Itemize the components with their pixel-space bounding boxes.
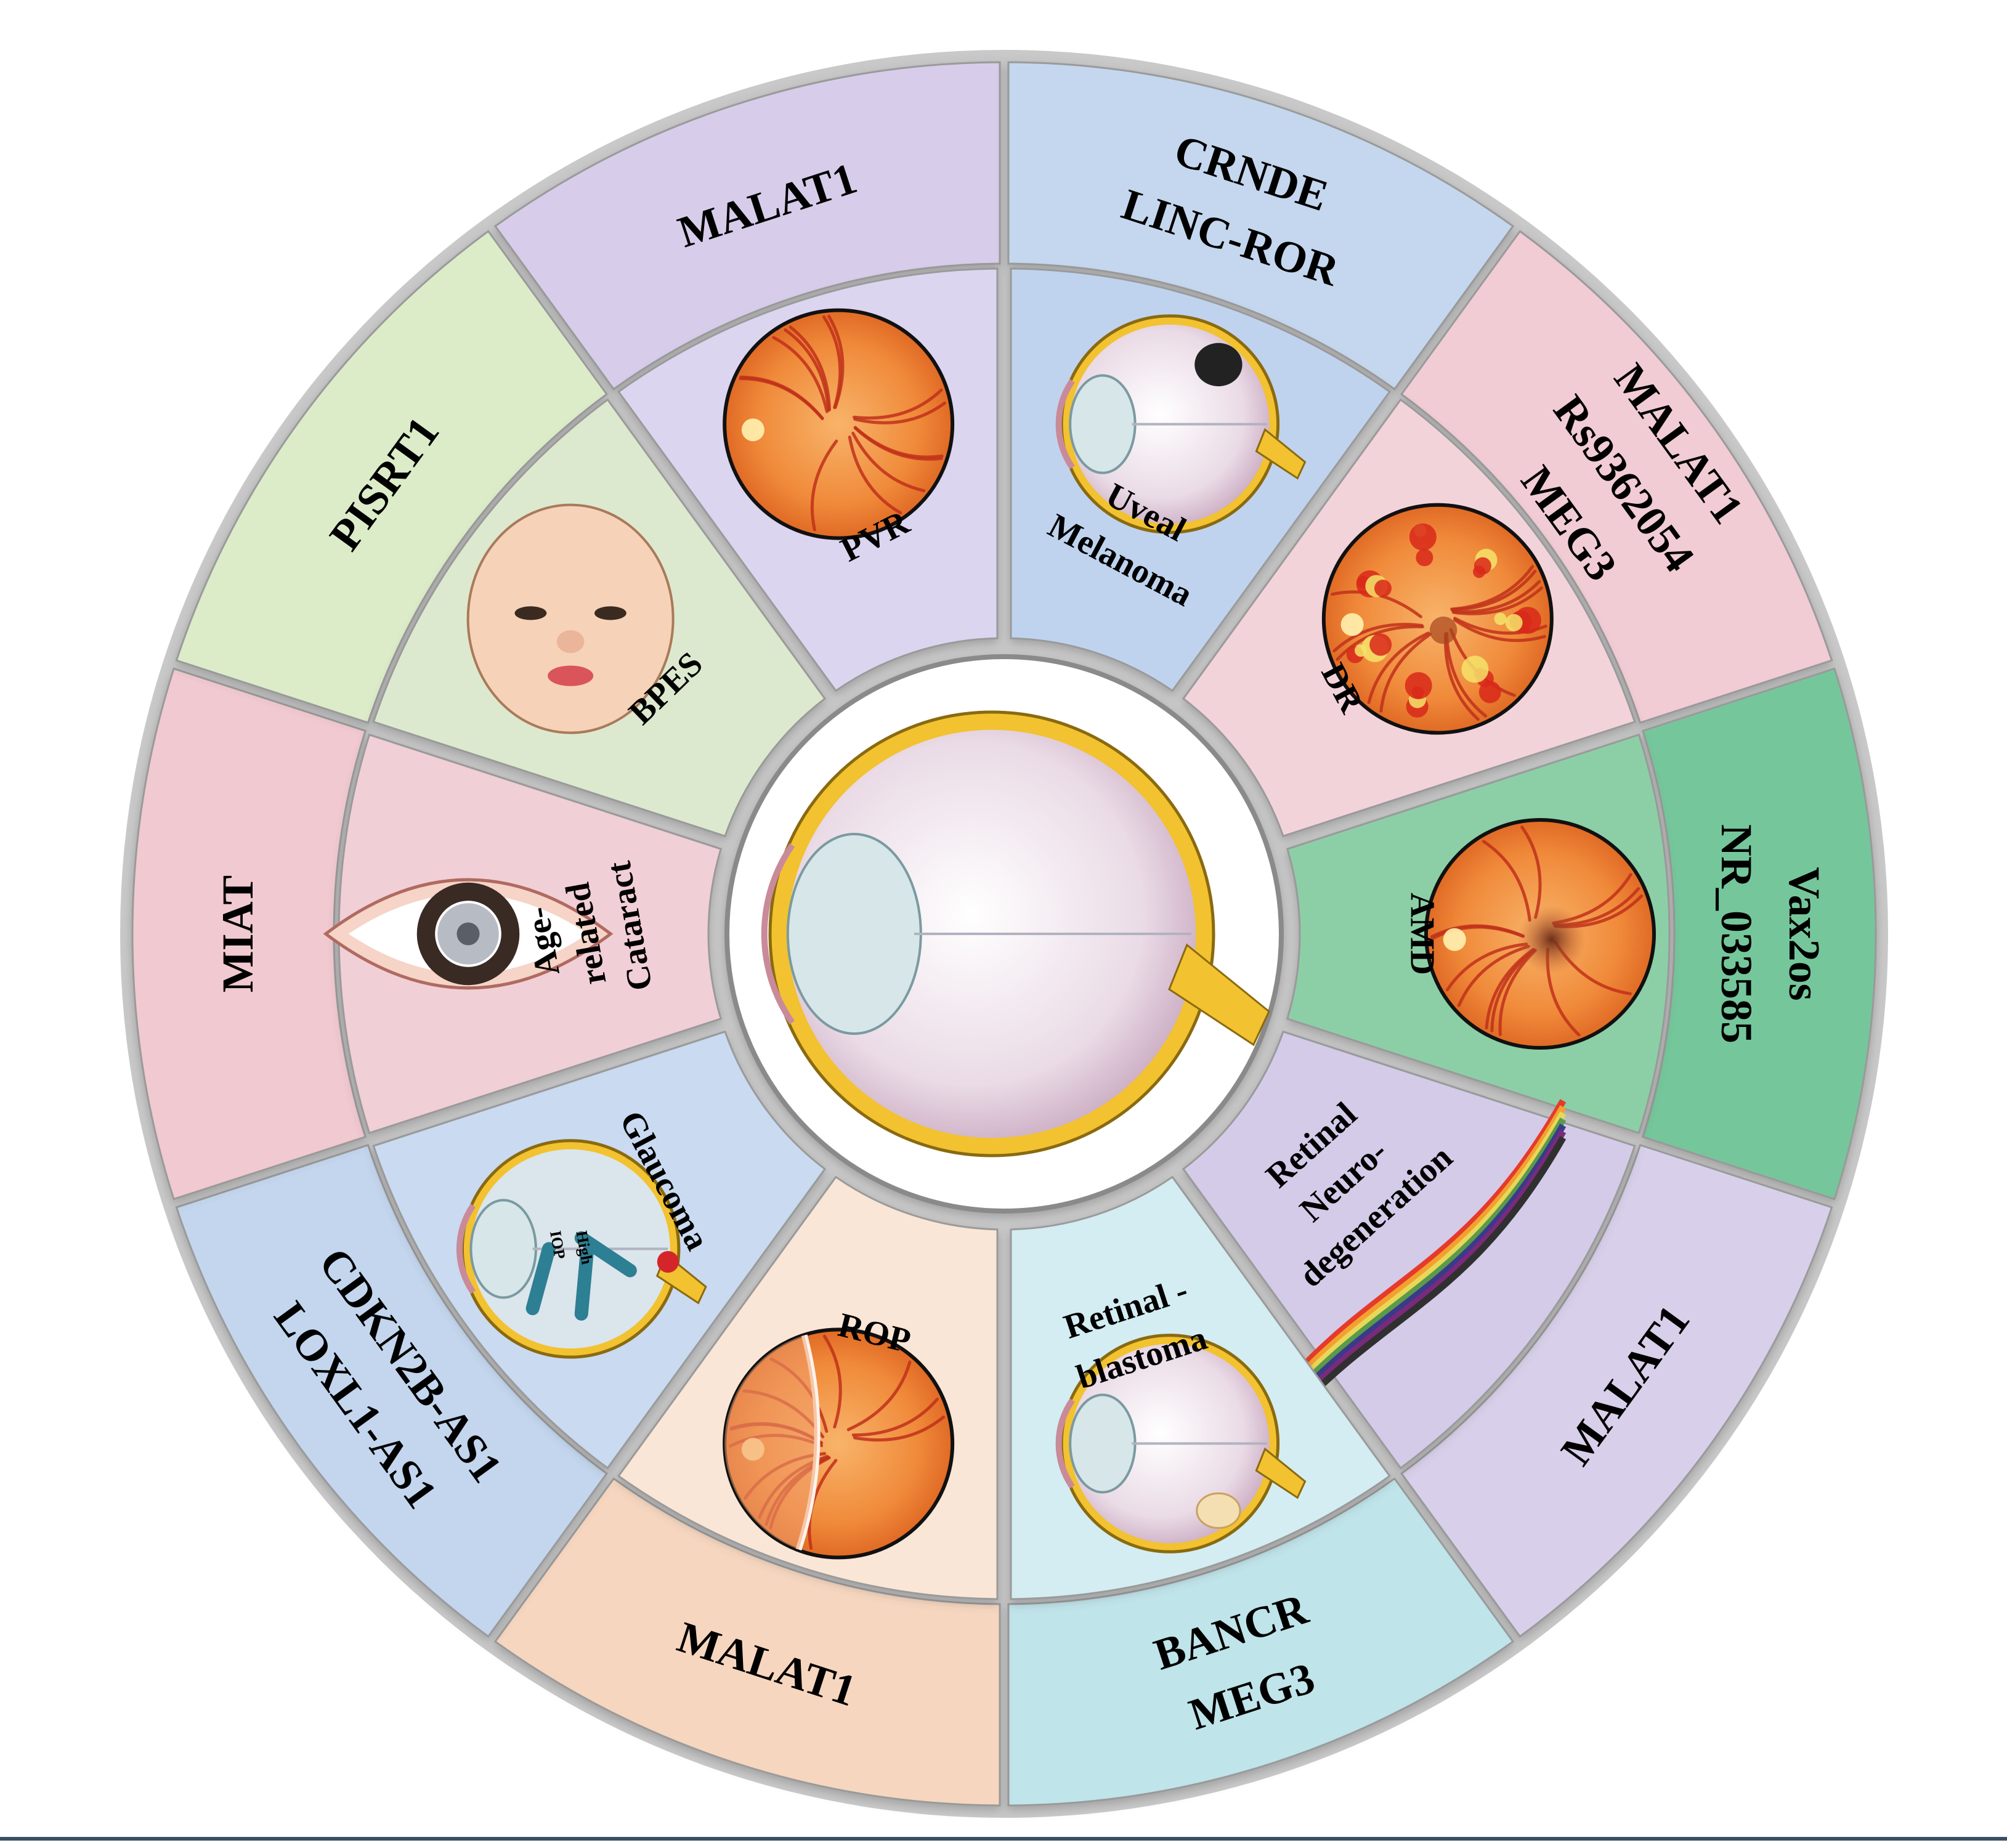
segments: PVRMALAT1UvealMelanomaCRNDELINC-RORDRMAL… (131, 61, 1877, 1807)
dr-lncrna-panel (1400, 230, 1833, 724)
pvr-lncrna-panel (493, 61, 1001, 391)
fundus-rop-icon (723, 1327, 955, 1560)
eye-cataract-icon (323, 878, 614, 990)
eye-tumor-icon (1055, 314, 1307, 534)
amd-lncrna-panel (1642, 667, 1877, 1201)
fundus-macula-icon (1424, 818, 1656, 1050)
retinoblastoma-lncrna-panel (1007, 1477, 1515, 1807)
amd-disease-label: AMD (1403, 893, 1441, 975)
bpes-lncrna-panel (175, 230, 608, 724)
eye-tumor-icon (1055, 1334, 1307, 1554)
fundus-hemorrhage-icon (1321, 503, 1554, 735)
eye-anatomy-icon (761, 710, 1270, 1157)
cataract-lncrna-panel (131, 667, 367, 1201)
bottom-rule (0, 1837, 2007, 1841)
rop-lncrna-panel (493, 1477, 1001, 1807)
glaucoma-lncrna-panel (175, 1143, 608, 1638)
retinal-layers-icon (1292, 1099, 1567, 1414)
fundus-icon (723, 308, 955, 540)
baby-face-icon (466, 503, 675, 734)
amd-lncrna-label: Vax2osNR_033585 (1712, 824, 1829, 1044)
segment-amd: AMD Vax2osNR_033585 (1286, 667, 1877, 1201)
center-eye (724, 654, 1284, 1214)
cataract-lncrna-label: MIAT (213, 875, 262, 993)
uveal-melanoma-lncrna-panel (1007, 61, 1515, 391)
retinal-neurodegeneration-disease-panel (1182, 1030, 1636, 1470)
retinal-neurodegeneration-lncrna-panel (1400, 1143, 1833, 1638)
